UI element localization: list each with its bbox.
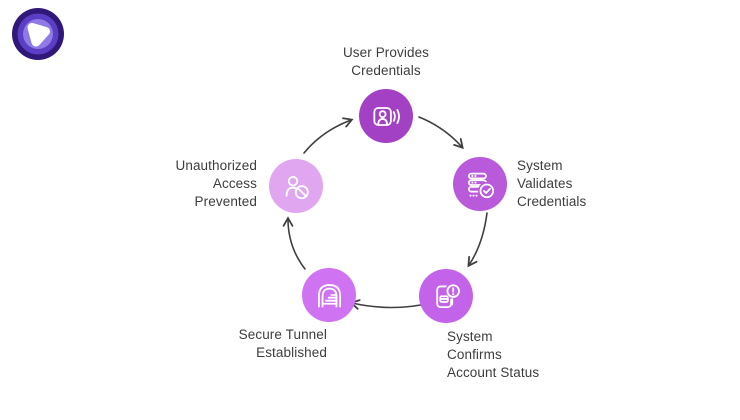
label-secure-tunnel-established: Secure Tunnel Established — [238, 327, 327, 360]
label-unauthorized-access-prevented: Unauthorized Access Prevented — [175, 158, 257, 209]
vpn-brand-logo-icon — [12, 8, 64, 60]
node-system-validates-credentials — [453, 157, 507, 211]
node-user-provides-credentials — [359, 89, 413, 143]
node-secure-tunnel-established — [302, 268, 356, 322]
label-system-confirms-account-status: System Confirms Account Status — [447, 329, 540, 380]
node-system-confirms-account-status — [419, 269, 473, 323]
arrow-left-to-top — [303, 117, 354, 154]
logo-pick-shape — [27, 23, 50, 47]
arrow-right-to-bottom-right — [467, 212, 488, 268]
user-broadcast-icon — [372, 106, 400, 126]
arrow-bottom-left-to-left — [282, 216, 306, 270]
label-system-validates-credentials: System Validates Credentials — [517, 158, 587, 209]
arrow-top-to-right — [418, 116, 464, 150]
tunnel-icon — [317, 283, 341, 308]
user-blocked-icon — [285, 175, 309, 199]
server-check-icon — [467, 172, 496, 200]
label-user-provides-credentials: User Provides Credentials — [342, 45, 430, 78]
node-unauthorized-access-prevented — [269, 159, 323, 213]
document-alert-icon — [435, 282, 461, 308]
